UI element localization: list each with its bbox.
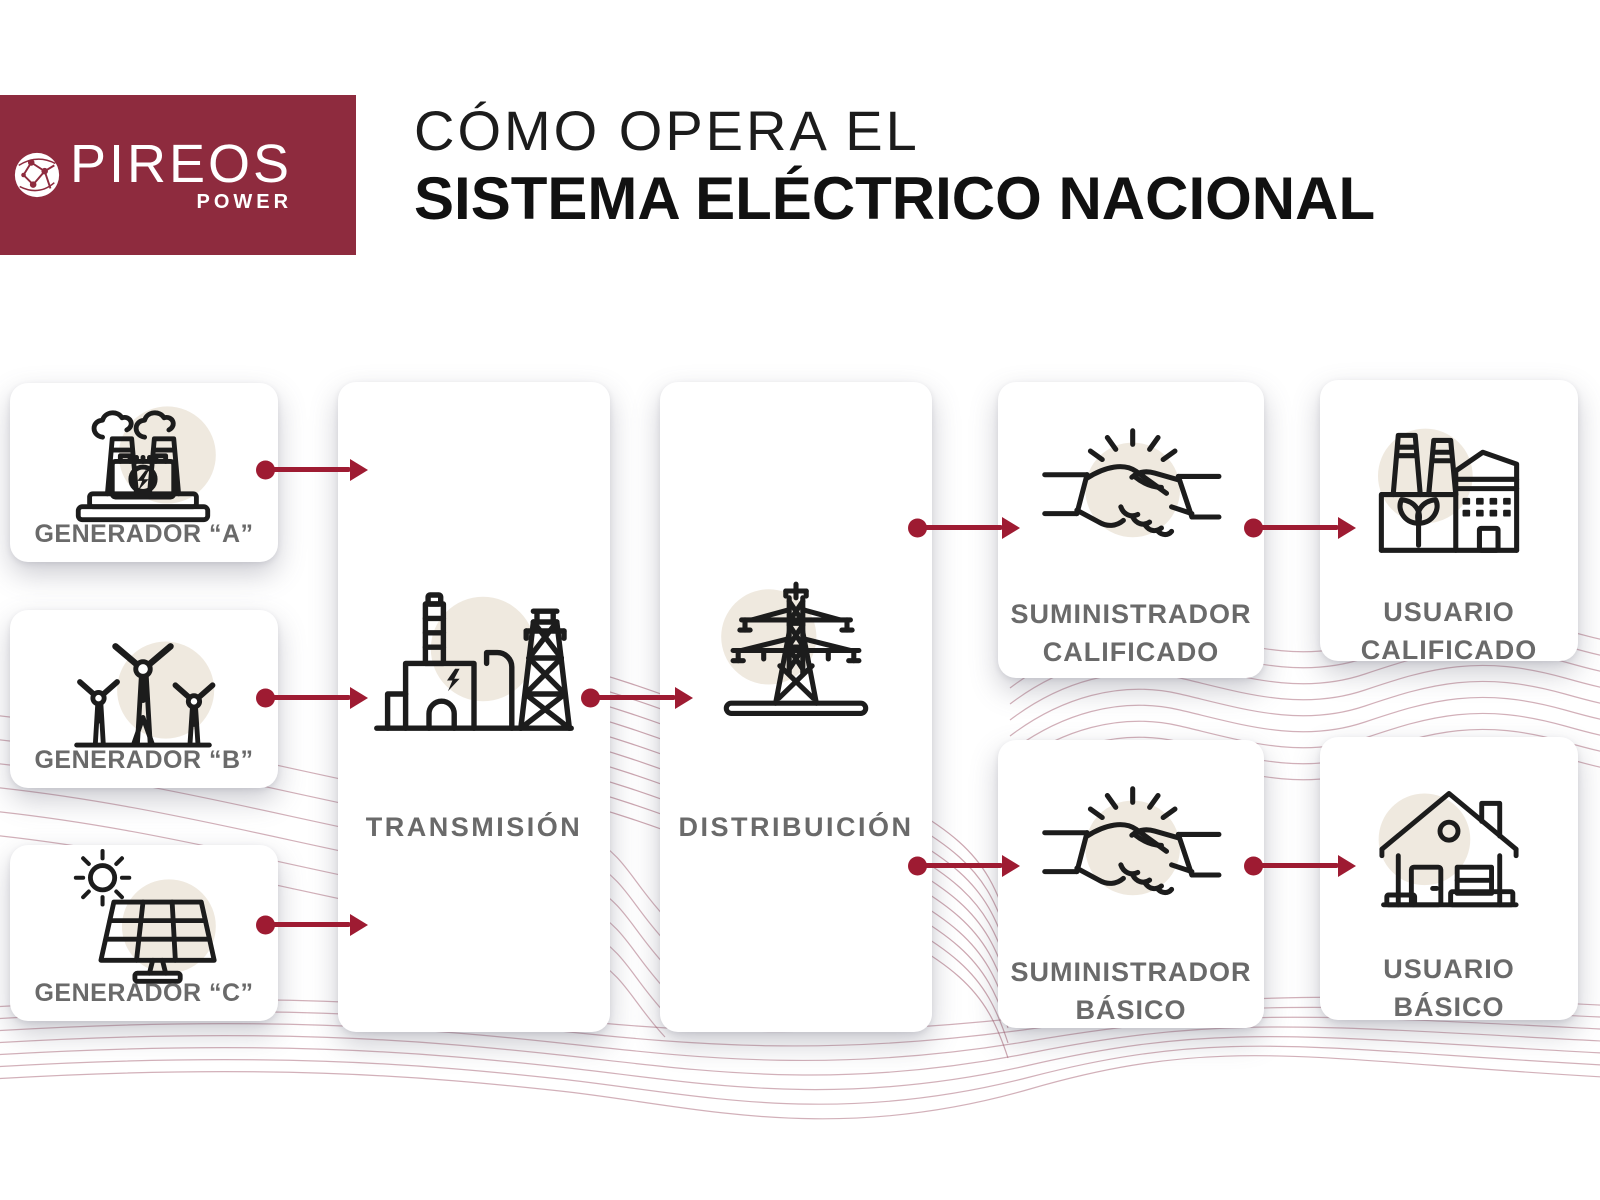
card-label: USUARIO CALIFICADO — [1360, 597, 1538, 665]
title-line-1: CÓMO OPERA EL — [414, 99, 920, 162]
card-label: SUMINISTRADOR BÁSICO — [1010, 957, 1252, 1025]
flow-arrow-generador-b-to-transmision — [265, 695, 351, 700]
card-usuario-basico: USUARIO BÁSICO — [1320, 737, 1578, 1022]
solar-panel-icon — [73, 849, 217, 984]
card-distribucion: DISTRIBUICIÓN — [660, 382, 932, 1032]
page-title: CÓMO OPERA EL SISTEMA ELÉCTRICO NACIONAL — [414, 100, 1375, 232]
card-label: USUARIO BÁSICO — [1383, 954, 1515, 1022]
card-label: GENERADOR “B” — [34, 746, 254, 774]
wind-turbines-icon — [74, 641, 216, 748]
flow-arrow-generador-a-to-transmision — [265, 467, 351, 472]
card-label: GENERADOR “A” — [34, 520, 254, 548]
card-label: TRANSMISIÓN — [365, 812, 583, 842]
flow-arrow-transmision-to-distribucion — [590, 695, 676, 700]
industrial-plant-and-pylon-icon — [374, 592, 574, 731]
card-transmision: TRANSMISIÓN — [338, 382, 610, 1032]
distribution-pylon-icon — [721, 581, 869, 716]
card-suministrador-calificado: SUMINISTRADOR CALIFICADO — [998, 382, 1264, 678]
house-icon — [1378, 791, 1519, 908]
handshake-icon — [1042, 786, 1222, 896]
card-label: DISTRIBUICIÓN — [678, 812, 914, 842]
eco-factory-icon — [1377, 428, 1520, 553]
pireos-logo: PIREOS POWER — [0, 95, 356, 255]
card-generador-a: GENERADOR “A” — [10, 383, 278, 562]
card-label: GENERADOR “C” — [34, 979, 254, 1007]
brand-tagline: POWER — [196, 190, 293, 213]
handshake-icon — [1042, 428, 1222, 538]
brand-name: PIREOS — [70, 133, 293, 194]
flow-arrow-distribucion-to-suministrador-calificado — [917, 525, 1003, 530]
flow-arrow-distribucion-to-suministrador-basico — [917, 863, 1003, 868]
card-suministrador-basico: SUMINISTRADOR BÁSICO — [998, 740, 1264, 1028]
title-line-2: SISTEMA ELÉCTRICO NACIONAL — [414, 165, 1376, 232]
card-generador-c: GENERADOR “C” — [10, 845, 278, 1021]
flow-arrow-suministrador-basico-to-usuario-basico — [1253, 863, 1339, 868]
card-usuario-calificado: USUARIO CALIFICADO — [1320, 380, 1578, 665]
coal-plant-icon — [75, 406, 216, 523]
flow-arrow-generador-c-to-transmision — [265, 922, 351, 927]
card-generador-b: GENERADOR “B” — [10, 610, 278, 788]
flow-arrow-suministrador-calificado-to-usuario-calificado — [1253, 525, 1339, 530]
card-label: SUMINISTRADOR CALIFICADO — [1010, 599, 1252, 667]
network-globe-icon — [14, 152, 60, 198]
